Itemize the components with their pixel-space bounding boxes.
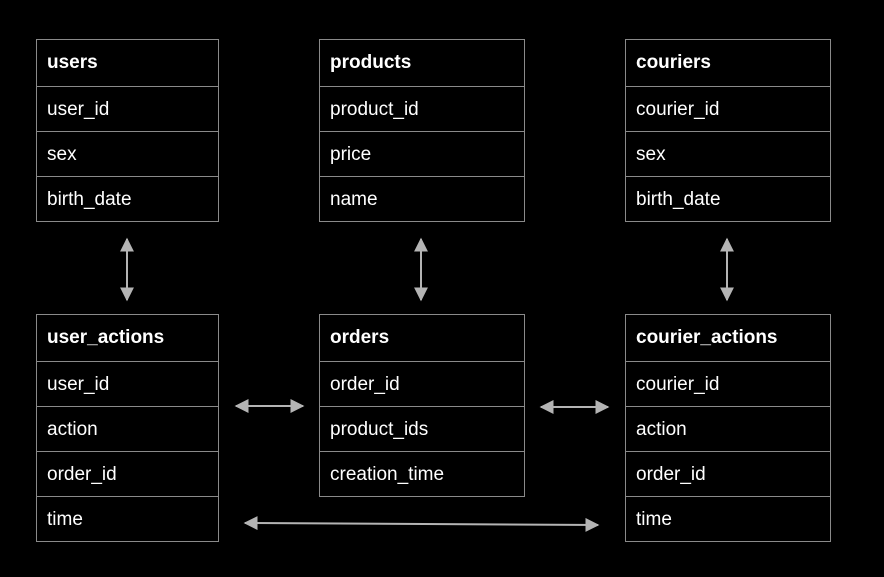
field-name: name	[320, 176, 524, 221]
field-sex: sex	[37, 131, 218, 176]
table-courier-actions-title: courier_actions	[636, 327, 778, 348]
field-product-ids: product_ids	[320, 406, 524, 451]
field-time: time	[626, 496, 830, 541]
table-users: users user_id sex birth_date	[36, 39, 219, 222]
field-birth-date: birth_date	[626, 176, 830, 221]
table-users-title: users	[47, 52, 98, 73]
arrow-user-actions-courier-actions	[243, 516, 600, 532]
table-orders: orders order_id product_ids creation_tim…	[319, 314, 525, 497]
field-user-id: user_id	[37, 86, 218, 131]
field-birth-date: birth_date	[37, 176, 218, 221]
table-user-actions-title: user_actions	[47, 327, 165, 348]
field-courier-id: courier_id	[626, 86, 830, 131]
field-price: price	[320, 131, 524, 176]
field-action: action	[626, 406, 830, 451]
field-time: time	[37, 496, 218, 541]
field-creation-time: creation_time	[320, 451, 524, 496]
table-user-actions: user_actions user_id action order_id tim…	[36, 314, 219, 542]
field-action: action	[37, 406, 218, 451]
field-order-id: order_id	[37, 451, 218, 496]
table-orders-title: orders	[330, 327, 390, 348]
field-product-id: product_id	[320, 86, 524, 131]
field-order-id: order_id	[626, 451, 830, 496]
table-couriers-title: couriers	[636, 52, 711, 73]
table-products-title: products	[330, 52, 412, 73]
field-sex: sex	[626, 131, 830, 176]
table-couriers: couriers courier_id sex birth_date	[625, 39, 831, 222]
table-courier-actions: courier_actions courier_id action order_…	[625, 314, 831, 542]
field-order-id: order_id	[320, 361, 524, 406]
table-products: products product_id price name	[319, 39, 525, 222]
field-courier-id: courier_id	[626, 361, 830, 406]
field-user-id: user_id	[37, 361, 218, 406]
